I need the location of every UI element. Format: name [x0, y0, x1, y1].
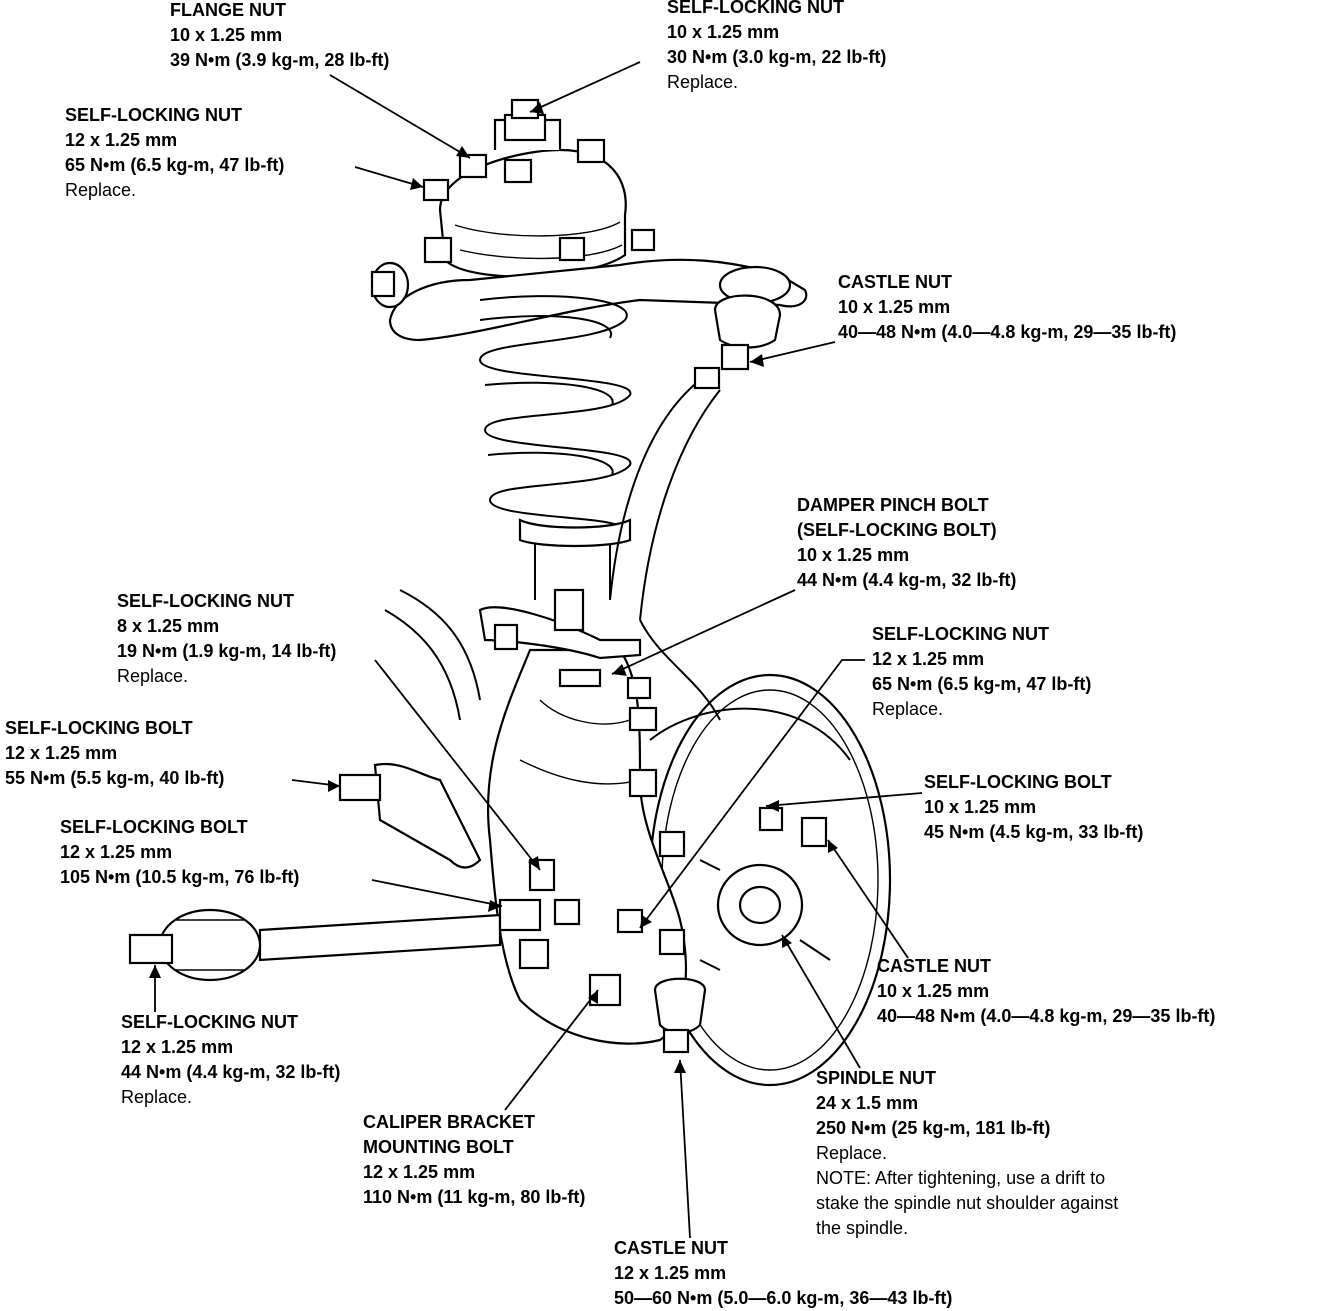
strut-damper	[518, 518, 632, 600]
lower-ball-joint	[653, 977, 707, 1054]
leader-lines	[154, 61, 923, 1239]
label-self-locking-bolt-45: SELF-LOCKING BOLT 10 x 1.25 mm 45 N•m (4…	[924, 772, 1144, 842]
arrowheads	[149, 102, 838, 1073]
label-self-locking-nut-right: SELF-LOCKING NUT 12 x 1.25 mm 65 N•m (6.…	[872, 624, 1092, 719]
label-caliper-bracket-bolt: CALIPER BRACKET MOUNTING BOLT 12 x 1.25 …	[363, 1112, 586, 1207]
hub-spindle	[699, 859, 831, 971]
upper-ball-joint	[713, 294, 782, 371]
label-castle-nut-bottom: CASTLE NUT 12 x 1.25 mm 50—60 N•m (5.0—6…	[614, 1238, 953, 1308]
lower-arm	[128, 762, 502, 982]
label-spindle-nut: SPINDLE NUT 24 x 1.5 mm 250 N•m (25 kg-m…	[816, 1068, 1119, 1238]
label-self-locking-bolt-105: SELF-LOCKING BOLT 12 x 1.25 mm 105 N•m (…	[60, 817, 300, 887]
label-castle-nut-upper: CASTLE NUT 10 x 1.25 mm 40—48 N•m (4.0—4…	[838, 272, 1177, 342]
coil-spring	[478, 295, 632, 531]
label-self-locking-nut-upper-left: SELF-LOCKING NUT 12 x 1.25 mm 65 N•m (6.…	[65, 105, 285, 200]
label-damper-pinch-bolt: DAMPER PINCH BOLT (SELF-LOCKING BOLT) 10…	[797, 495, 1017, 590]
label-self-locking-nut-top: SELF-LOCKING NUT 10 x 1.25 mm 30 N•m (3.…	[667, 0, 887, 92]
label-flange-nut: FLANGE NUT 10 x 1.25 mm 39 N•m (3.9 kg-m…	[170, 0, 390, 70]
label-castle-nut-right: CASTLE NUT 10 x 1.25 mm 40—48 N•m (4.0—4…	[877, 956, 1216, 1026]
label-self-locking-bolt-55: SELF-LOCKING BOLT 12 x 1.25 mm 55 N•m (5…	[5, 718, 225, 788]
strut-top-mount	[438, 98, 627, 278]
fasteners	[422, 138, 828, 1007]
label-self-locking-nut-8mm: SELF-LOCKING NUT 8 x 1.25 mm 19 N•m (1.9…	[117, 591, 337, 686]
label-self-locking-nut-lower: SELF-LOCKING NUT 12 x 1.25 mm 44 N•m (4.…	[121, 1012, 341, 1107]
